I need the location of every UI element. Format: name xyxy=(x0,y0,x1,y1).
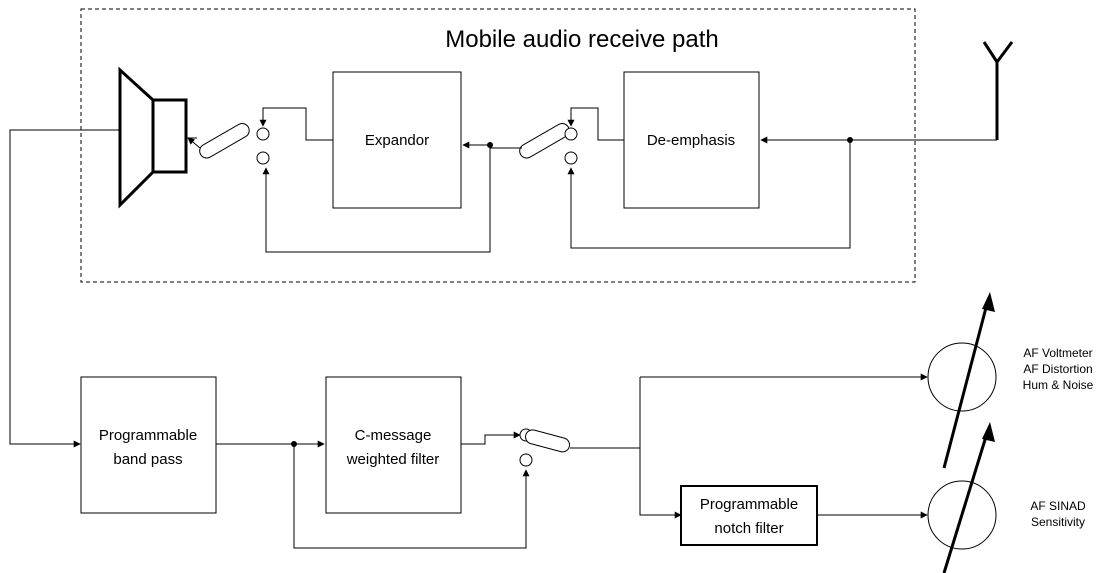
receive-path-group: Mobile audio receive path Expandor D xyxy=(80,8,997,283)
receive-path-border xyxy=(80,8,916,283)
svg-text:Programmable: Programmable xyxy=(700,496,798,513)
meter1-label-line1: AF Voltmeter xyxy=(1023,346,1092,360)
measurement-path: Programmable band pass C-message weighte… xyxy=(9,129,1094,573)
speaker-icon xyxy=(118,66,188,209)
meter2-label-line1: AF SINAD xyxy=(1030,499,1086,513)
meter2-label-line2: Sensitivity xyxy=(1031,515,1085,529)
c-message-filter-block: C-message weighted filter xyxy=(325,376,462,514)
band-pass-block: Programmable band pass xyxy=(80,376,217,514)
antenna-icon xyxy=(982,41,1014,140)
selector-switch-icon xyxy=(519,428,570,467)
expandor-block: Expandor xyxy=(332,71,462,209)
svg-text:De-emphasis: De-emphasis xyxy=(647,132,735,149)
notch-filter-block: Programmable notch filter xyxy=(680,485,818,546)
receive-path-title: Mobile audio receive path xyxy=(445,26,719,53)
svg-text:band pass: band pass xyxy=(113,451,182,468)
meter-icon xyxy=(927,292,997,469)
svg-text:Expandor: Expandor xyxy=(365,132,429,149)
svg-text:notch filter: notch filter xyxy=(714,520,783,537)
selector-switch-icon xyxy=(186,123,270,165)
meter1-label-line2: AF Distortion xyxy=(1023,362,1092,376)
receive-path-wiring xyxy=(187,107,997,253)
meter1-label-line3: Hum & Noise xyxy=(1023,378,1094,392)
svg-text:C-message: C-message xyxy=(355,427,432,444)
meter-icon xyxy=(927,422,997,573)
svg-text:weighted filter: weighted filter xyxy=(346,451,440,468)
selector-switch-icon xyxy=(519,123,578,165)
de-emphasis-block: De-emphasis xyxy=(623,71,760,209)
svg-text:Programmable: Programmable xyxy=(99,427,197,444)
